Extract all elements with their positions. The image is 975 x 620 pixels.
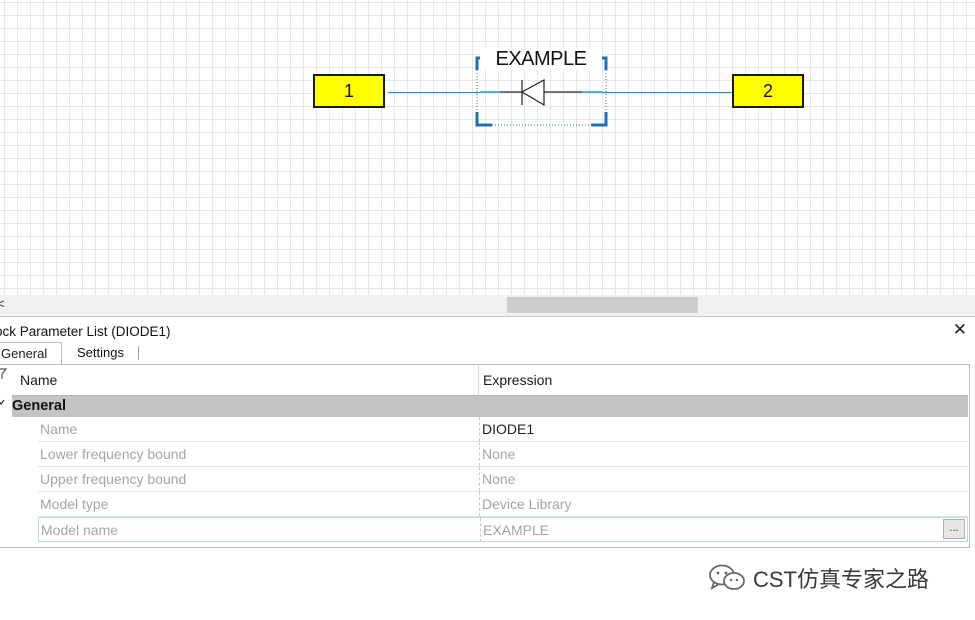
param-value[interactable]: Device Library: [482, 496, 572, 512]
param-row-upper-frequency[interactable]: Upper frequency bound None: [38, 467, 968, 492]
diode-symbol: [500, 78, 582, 107]
scrollbar-thumb[interactable]: [507, 297, 698, 313]
param-row-model-name[interactable]: Model name EXAMPLE ...: [38, 517, 968, 542]
wire-left: [388, 92, 480, 93]
parameter-grid: Name Expression General Name DIODE1 Lowe…: [0, 364, 970, 548]
column-header-name[interactable]: Name: [20, 372, 58, 388]
cell-divider: [479, 492, 480, 516]
horizontal-scrollbar[interactable]: <: [0, 295, 975, 317]
tab-divider: [138, 346, 139, 360]
param-row-model-type[interactable]: Model type Device Library: [38, 492, 968, 517]
group-row-general[interactable]: General: [12, 395, 968, 417]
param-row-name[interactable]: Name DIODE1: [38, 417, 968, 442]
column-divider[interactable]: [478, 365, 479, 395]
param-value[interactable]: None: [482, 471, 516, 487]
schematic-canvas[interactable]: 1 2 EXAMPLE: [0, 0, 975, 295]
tab-settings[interactable]: Settings: [77, 342, 124, 364]
param-value[interactable]: DIODE1: [482, 421, 535, 437]
selection-outline: [476, 70, 607, 126]
grid-header: Name Expression: [0, 365, 968, 395]
wechat-icon: [709, 564, 745, 590]
watermark-text: CST仿真专家之路: [753, 567, 930, 592]
tab-general-label: General: [1, 346, 48, 361]
cell-divider: [479, 417, 480, 441]
browse-ellipsis-button[interactable]: ...: [943, 519, 965, 539]
group-label: General: [12, 398, 66, 414]
cell-divider: [480, 518, 481, 542]
diode-block-title: EXAMPLE: [480, 48, 602, 70]
port-1-label: 1: [343, 80, 354, 101]
param-name: Model name: [41, 522, 119, 538]
tab-bar: General Settings: [0, 342, 975, 364]
filter-icon[interactable]: [0, 368, 7, 380]
wire-right: [602, 92, 733, 93]
watermark: CST仿真专家之路: [707, 562, 929, 594]
parameter-list-panel: ock Parameter List (DIODE1) ✕ General Se…: [0, 319, 975, 620]
param-name: Lower frequency bound: [40, 446, 187, 462]
tab-settings-label: Settings: [77, 345, 124, 360]
port-1[interactable]: 1: [313, 74, 385, 108]
chevron-down-icon[interactable]: [0, 398, 5, 406]
param-row-lower-frequency[interactable]: Lower frequency bound None: [38, 442, 968, 467]
param-value[interactable]: EXAMPLE: [483, 522, 550, 538]
tab-general[interactable]: General: [0, 342, 62, 364]
row-gutter: [12, 417, 38, 542]
column-header-expression[interactable]: Expression: [483, 372, 553, 388]
port-2-label: 2: [762, 80, 773, 101]
cell-divider: [479, 467, 480, 491]
port-2[interactable]: 2: [732, 74, 804, 108]
param-name: Name: [40, 421, 78, 437]
param-value[interactable]: None: [482, 446, 516, 462]
param-name: Model type: [40, 496, 109, 512]
close-icon[interactable]: ✕: [952, 320, 967, 339]
scroll-left-icon[interactable]: <: [0, 296, 5, 311]
cell-divider: [479, 442, 480, 466]
panel-title: ock Parameter List (DIODE1): [0, 324, 171, 339]
param-name: Upper frequency bound: [40, 471, 187, 487]
